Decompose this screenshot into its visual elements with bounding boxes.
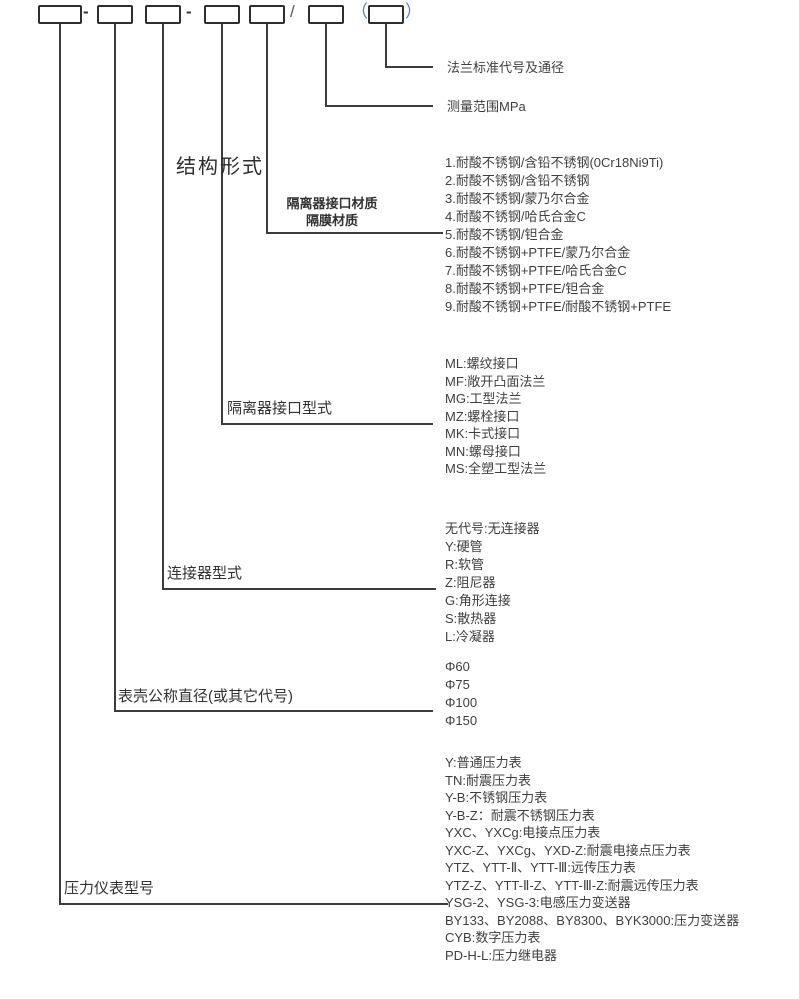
callout-line-model-v [59, 24, 61, 904]
code-box-7 [368, 5, 404, 24]
option-item: 5.耐酸不锈钢/钽合金 [445, 227, 564, 242]
callout-line-diameter-v [114, 24, 116, 711]
callout-line-connector-v [162, 24, 164, 589]
slash-separator: / [290, 2, 295, 21]
isolator-port-type-label: 隔离器接口型式 [227, 400, 333, 417]
option-item: MN:螺母接口 [445, 443, 521, 459]
structure-form-options: 1.耐酸不锈钢/含铅不锈钢(0Cr18Ni9Ti) 2.耐酸不锈钢/含铅不锈钢 3.… [445, 154, 671, 316]
option-item: BY133、BY2088、BY8300、BYK3000:压力变送器 [445, 912, 740, 928]
option-item: YXC-Z、YXCg、YXD-Z:耐震电接点压力表 [445, 842, 691, 858]
callout-line-structure-v [266, 24, 268, 233]
instrument-model-options: Y:普通压力表 TN:耐震压力表 Y-B:不锈钢压力表 Y-B-Z：耐震不锈钢压力表 Y… [445, 754, 739, 964]
code-box-6 [308, 5, 344, 24]
option-item: 无代号:无连接器 [445, 521, 540, 536]
option-item: MS:全塑工型法兰 [445, 461, 547, 476]
option-item: Φ75 [445, 677, 470, 692]
option-item: Φ60 [445, 659, 470, 674]
option-item: YTZ-Z、YTT-Ⅱ-Z、YTT-Ⅲ-Z:耐震远传压力表 [445, 877, 699, 893]
connector-type-options: 无代号:无连接器 Y:硬管 R:软管 Z:阻尼器 G:角形连接 S:散热器 L:冷凝器 [445, 520, 540, 646]
callout-line-flange-v [385, 24, 387, 67]
structure-form-title: 结构形式 [176, 156, 264, 178]
option-item: YTZ、YTT-Ⅱ、YTT-Ⅲ:远传压力表 [445, 860, 636, 875]
option-item: YSG-2、YSG-3:电感压力变送器 [445, 895, 631, 910]
option-item: Y:硬管 [445, 539, 483, 554]
open-paren: （ [351, 2, 368, 21]
option-item: MZ:螺栓接口 [445, 408, 520, 424]
callout-line-model-h [59, 903, 448, 905]
option-item: CYB:数字压力表 [445, 930, 541, 945]
option-item: 7.耐酸不锈钢+PTFE/哈氏合金C [445, 263, 627, 278]
connector-type-label: 连接器型式 [167, 565, 243, 582]
option-item: YXC、YXCg:电接点压力表 [445, 825, 601, 840]
callout-line-connector-h [162, 588, 436, 590]
callout-line-structure-h [266, 232, 443, 234]
close-paren: ） [405, 2, 422, 21]
isolator-port-type-options: ML:螺纹接口 MF:敞开凸面法兰 MG:工型法兰 MZ:螺栓接口 MK:卡式接口 MN:… [445, 355, 546, 478]
case-diameter-label: 表壳公称直径(或其它代号) [118, 688, 293, 705]
option-item: L:冷凝器 [445, 629, 495, 644]
option-item: MK:卡式接口 [445, 426, 521, 441]
option-item: 6.耐酸不锈钢+PTFE/蒙乃尔合金 [445, 245, 631, 260]
option-item: G:角形连接 [445, 593, 511, 608]
callout-line-range-h [325, 105, 433, 107]
option-item: ML:螺纹接口 [445, 356, 519, 371]
option-item: 2.耐酸不锈钢/含铅不锈钢 [445, 173, 590, 188]
code-box-2 [97, 5, 133, 24]
isolator-material-label-line1: 隔离器接口材质 [286, 196, 378, 211]
callout-line-flange-h [385, 66, 433, 68]
option-item: MF:敞开凸面法兰 [445, 373, 546, 389]
instrument-model-label: 压力仪表型号 [64, 880, 155, 897]
option-item: Φ150 [445, 713, 478, 728]
code-box-5 [249, 5, 285, 24]
option-item: 4.耐酸不锈钢/哈氏合金C [445, 209, 586, 224]
dash-separator-2: - [186, 2, 192, 21]
callout-line-isolator-port-h [221, 423, 433, 425]
option-item: MG:工型法兰 [445, 391, 522, 406]
code-box-4 [204, 5, 240, 24]
option-item: 9.耐酸不锈钢+PTFE/耐酸不锈钢+PTFE [445, 299, 672, 314]
flange-standard-label: 法兰标准代号及通径 [447, 60, 565, 75]
callout-line-isolator-port-v [221, 24, 223, 424]
option-item: 3.耐酸不锈钢/蒙乃尔合金 [445, 191, 590, 206]
code-box-1 [38, 5, 82, 24]
option-item: Y-B-Z：耐震不锈钢压力表 [445, 807, 595, 823]
option-item: PD-H-L:压力继电器 [445, 947, 557, 963]
option-item: 8.耐酸不锈钢+PTFE/钽合金 [445, 281, 605, 296]
measuring-range-label: 测量范围MPa [447, 99, 526, 114]
option-item: TN:耐震压力表 [445, 772, 531, 788]
option-item: R:软管 [445, 557, 485, 572]
option-item: Y-B:不锈钢压力表 [445, 790, 548, 805]
option-item: Φ100 [445, 695, 478, 710]
code-box-3 [145, 5, 181, 24]
dash-separator-1: - [83, 2, 89, 21]
callout-line-diameter-h [114, 710, 433, 712]
option-item: S:散热器 [445, 611, 497, 626]
option-item: Z:阻尼器 [445, 575, 496, 590]
option-item: 1.耐酸不锈钢/含铅不锈钢(0Cr18Ni9Ti) [445, 155, 664, 170]
diaphragm-material-label-line2: 隔膜材质 [305, 213, 358, 228]
callout-line-range-v [325, 24, 327, 106]
option-item: Y:普通压力表 [445, 755, 522, 770]
isolator-material-label: 隔离器接口材质 隔膜材质 [265, 195, 399, 229]
